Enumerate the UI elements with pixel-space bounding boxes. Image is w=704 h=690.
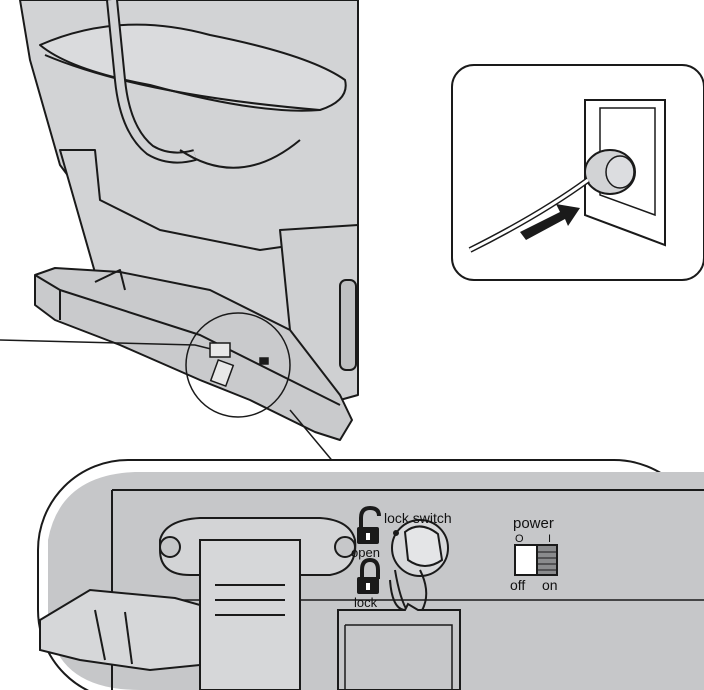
lock-tag (337, 602, 461, 690)
massage-chair-illustration (19, 0, 359, 441)
power-on-symbol: I (548, 533, 551, 545)
unlocked-padlock-icon (357, 505, 381, 544)
small-connector-detail (209, 342, 269, 388)
open-label: open (351, 545, 380, 560)
power-switch (514, 544, 558, 576)
panel-plug (39, 539, 301, 690)
lock-switch-label: lock switch (384, 510, 452, 526)
on-label: on (542, 577, 558, 593)
off-label: off (510, 577, 525, 593)
detail-zoom-circle (185, 312, 291, 418)
power-label: power (513, 515, 554, 532)
arrow-icon (520, 204, 580, 240)
lock-label: lock (354, 595, 378, 610)
locked-padlock-icon (357, 557, 380, 594)
power-cord-line (0, 339, 216, 351)
wall-outlet-inset (451, 64, 704, 281)
power-panel-detail (37, 459, 704, 690)
power-off-symbol: O (515, 533, 524, 545)
lock-switch (389, 519, 449, 615)
